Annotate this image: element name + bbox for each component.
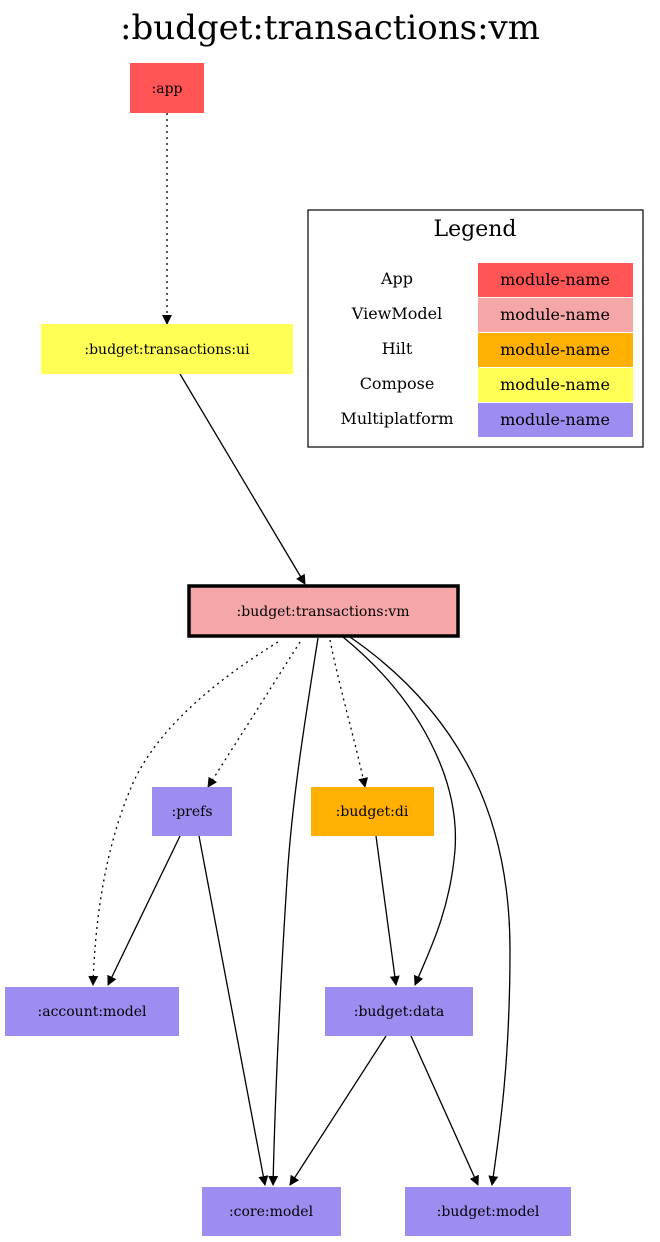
legend-sample: module-name	[500, 270, 610, 289]
node-label: :account:model	[38, 1004, 148, 1020]
node-app[interactable]: :app	[130, 63, 204, 113]
legend-key: Compose	[360, 374, 435, 393]
node-budget-di[interactable]: :budget:di	[311, 787, 434, 836]
legend-key: Multiplatform	[340, 409, 453, 428]
edge-transactions-ui-to-transactions-vm	[179, 373, 306, 585]
legend-key: Hilt	[382, 339, 413, 358]
legend-key: App	[380, 269, 413, 288]
edge-budget-data-to-budget-model	[410, 1035, 479, 1186]
legend-row-compose: Compose module-name	[360, 368, 633, 402]
graph-title: :budget:transactions:vm	[120, 8, 540, 48]
node-budget-model[interactable]: :budget:model	[405, 1187, 571, 1236]
node-label: :budget:transactions:ui	[84, 342, 250, 358]
node-label: :budget:di	[336, 804, 409, 820]
edge-vm-to-core-model	[268, 637, 319, 1186]
legend-row-multiplatform: Multiplatform module-name	[340, 403, 633, 437]
edges	[88, 113, 511, 1186]
legend-row-hilt: Hilt module-name	[382, 333, 633, 367]
node-core-model[interactable]: :core:model	[202, 1187, 341, 1236]
legend-row-viewmodel: ViewModel module-name	[351, 298, 633, 332]
legend-sample: module-name	[500, 410, 610, 429]
edge-prefs-to-account-model	[107, 835, 181, 986]
node-label: :app	[152, 81, 183, 97]
edge-vm-to-prefs	[207, 641, 301, 788]
edge-budget-di-to-budget-data	[375, 835, 400, 986]
legend-key: ViewModel	[351, 304, 442, 323]
edge-vm-to-budget-di	[329, 639, 369, 788]
legend-sample: module-name	[500, 375, 610, 394]
node-label: :core:model	[229, 1204, 314, 1220]
legend-sample: module-name	[500, 340, 610, 359]
node-label: :budget:data	[354, 1004, 445, 1020]
node-label: :prefs	[171, 804, 212, 820]
node-transactions-vm[interactable]: :budget:transactions:vm	[187, 584, 460, 638]
node-transactions-ui[interactable]: :budget:transactions:ui	[41, 324, 293, 374]
legend-sample: module-name	[500, 305, 610, 324]
legend: Legend App module-name ViewModel module-…	[307, 209, 644, 448]
node-label: :budget:transactions:vm	[237, 604, 410, 620]
edge-vm-to-budget-model	[349, 636, 511, 1186]
node-budget-data[interactable]: :budget:data	[325, 987, 473, 1036]
node-account-model[interactable]: :account:model	[5, 987, 179, 1036]
edge-vm-to-account-model	[88, 641, 279, 986]
node-label: :budget:model	[437, 1204, 540, 1220]
legend-row-app: App module-name	[380, 263, 633, 297]
edge-vm-to-budget-data	[342, 636, 457, 986]
edge-budget-data-to-core-model	[289, 1035, 387, 1186]
edge-prefs-to-core-model	[198, 835, 269, 1186]
legend-title: Legend	[434, 217, 517, 242]
node-prefs[interactable]: :prefs	[152, 787, 232, 836]
